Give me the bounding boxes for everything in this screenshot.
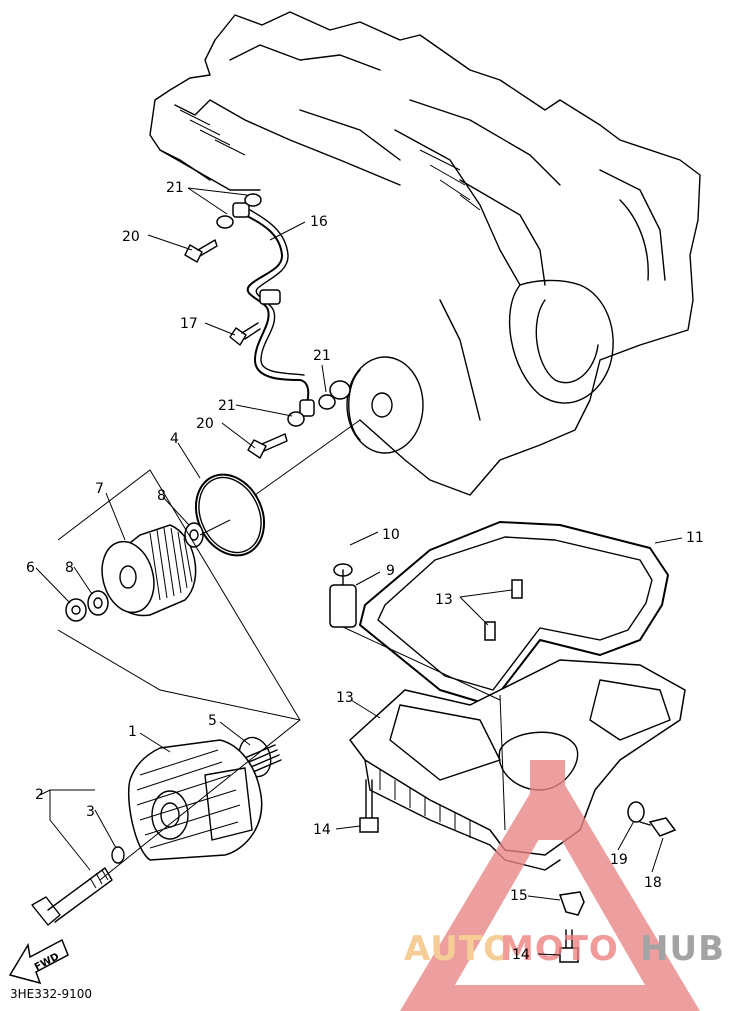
callout-8: 8 [65,560,74,576]
callout-20: 20 [196,416,214,432]
callout-6: 6 [26,560,35,576]
callout-12: 11 [686,530,704,546]
callout-2: 2 [35,787,44,803]
callout-21: 21 [166,180,184,196]
callout-1: 1 [128,724,137,740]
leader-lines [35,187,683,956]
callout-13: 14 [512,947,530,963]
callout-17: 15 [510,888,528,904]
fwd-arrow: FWD [8,938,69,985]
callout-13: 14 [313,822,331,838]
callout-11: 13 [336,690,354,706]
callout-19: 17 [180,316,198,332]
callout-21: 21 [218,398,236,414]
callout-5: 5 [208,713,217,729]
watermark-triangle-icon [400,760,700,1011]
engine-block [149,11,701,496]
callout-10: 10 [382,527,400,543]
callout-9: 9 [386,563,395,579]
callout-14: 13 [435,592,453,608]
watermark: AUTO MOTO HUB [400,760,725,1011]
watermark-hub: HUB [640,929,725,969]
oil-pipe [184,193,351,459]
drawing-code: 3HE332-9100 [10,987,92,1001]
oil-pan-assembly [329,521,686,963]
callout-3: 3 [86,804,95,820]
oil-filter-assembly [31,419,361,926]
watermark-auto: AUTO [404,929,513,969]
callout-8: 8 [157,488,166,504]
callout-7: 7 [95,481,104,497]
watermark-moto: MOTO [500,929,619,969]
callout-16: 19 [610,852,628,868]
callout-18: 16 [310,214,328,230]
callout-4: 4 [170,431,179,447]
callout-20: 20 [122,229,140,245]
callout-15: 18 [644,875,662,891]
callout-21: 21 [313,348,331,364]
callout-labels: 21 20 16 17 21 21 20 4 7 8 6 8 10 11 9 1… [10,180,704,1001]
